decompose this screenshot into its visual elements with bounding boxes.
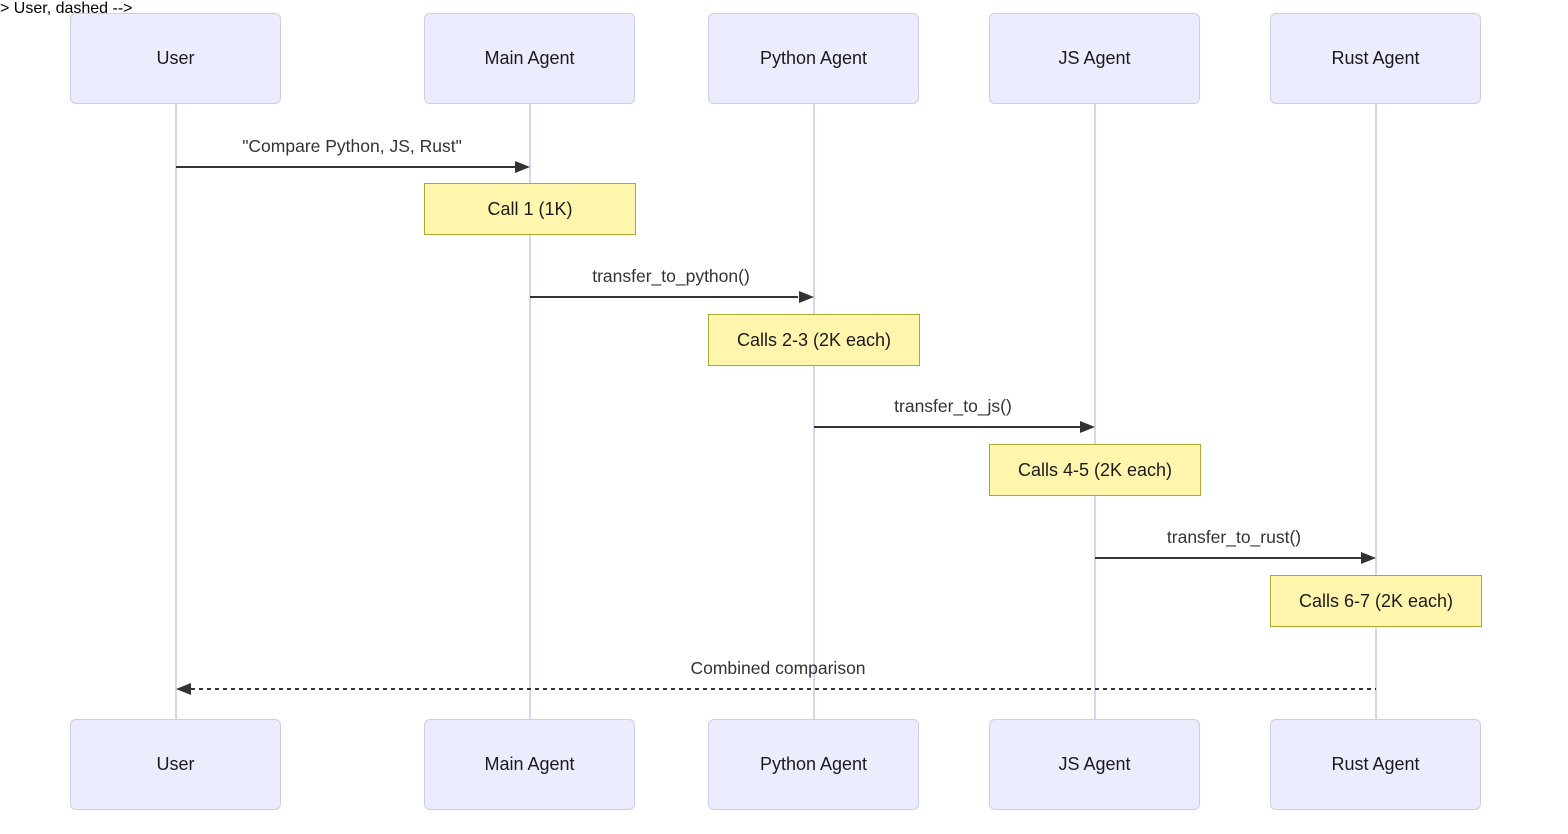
note-call-1: Call 1 (1K) [424,183,636,235]
note-label-call-1: Call 1 (1K) [487,198,573,219]
actor-box-python-agent-top: Python Agent [708,13,919,104]
message-label-compare: "Compare Python, JS, Rust" [242,136,462,156]
actor-box-js-agent-top: JS Agent [989,13,1200,104]
actor-box-js-agent-bottom: JS Agent [989,719,1200,810]
actor-box-user-bottom: User [70,719,281,810]
lifeline-rust-agent [1374,104,1377,719]
actor-label-js-agent: JS Agent [1058,754,1131,774]
actor-box-rust-agent-top: Rust Agent [1270,13,1481,104]
message-line-compare [175,166,517,168]
actor-box-python-agent-bottom: Python Agent [708,719,919,810]
actor-box-main-agent-bottom: Main Agent [424,719,635,810]
actor-box-main-agent-top: Main Agent [424,13,635,104]
note-calls-4-5: Calls 4-5 (2K each) [989,444,1201,496]
lifeline-main-agent [528,104,531,719]
message-line-combined-comparison [190,688,1376,690]
note-label-calls-2-3: Calls 2-3 (2K each) [736,329,892,350]
actor-label-js-agent: JS Agent [1058,48,1131,68]
message-label-transfer-to-js: transfer_to_js() [894,396,1012,416]
actor-label-python-agent: Python Agent [759,754,868,774]
message-line-transfer-to-rust [1094,557,1361,559]
note-calls-2-3: Calls 2-3 (2K each) [708,314,920,366]
actor-label-user: User [156,48,195,68]
arrowhead-right-icon [1079,421,1095,433]
actor-label-rust-agent: Rust Agent [1331,754,1420,774]
message-label-transfer-to-python: transfer_to_python() [592,266,750,286]
actor-box-user-top: User [70,13,281,104]
lifeline-user [174,104,177,719]
note-label-calls-4-5: Calls 4-5 (2K each) [1017,459,1173,480]
message-label-combined-comparison: Combined comparison [690,658,866,678]
arrowhead-right-icon [1360,552,1376,564]
actor-label-python-agent: Python Agent [759,48,868,68]
message-label-transfer-to-rust: transfer_to_rust() [1166,527,1302,547]
actor-label-user: User [156,754,195,774]
lifeline-python-agent [812,104,815,719]
lifeline-js-agent [1093,104,1096,719]
actor-label-main-agent: Main Agent [484,48,575,68]
note-calls-6-7: Calls 6-7 (2K each) [1270,575,1482,627]
message-line-transfer-to-python [529,296,798,298]
message-line-transfer-to-js [813,426,1080,428]
actor-label-main-agent: Main Agent [484,754,575,774]
arrowhead-left-icon [175,683,191,695]
actor-label-rust-agent: Rust Agent [1331,48,1420,68]
arrowhead-right-icon [514,161,530,173]
note-label-calls-6-7: Calls 6-7 (2K each) [1298,590,1454,611]
arrowhead-right-icon [798,291,814,303]
actor-box-rust-agent-bottom: Rust Agent [1270,719,1481,810]
